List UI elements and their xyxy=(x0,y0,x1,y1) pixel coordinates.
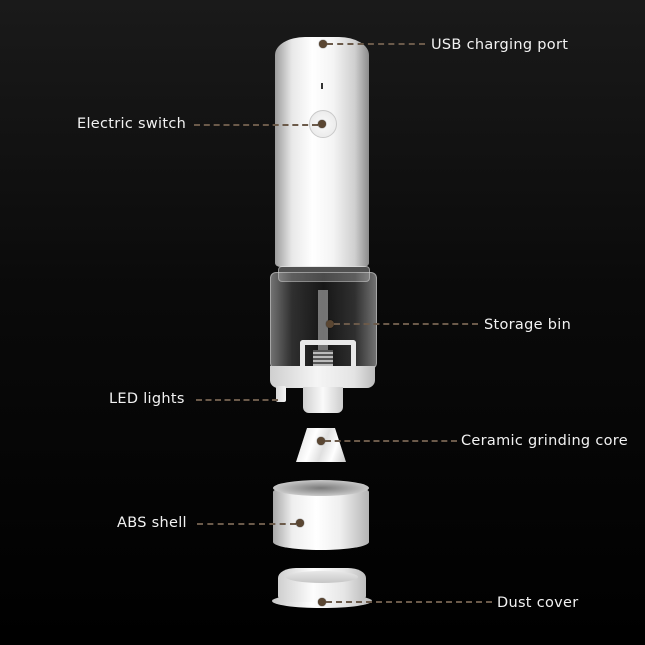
callout-dot-cover xyxy=(318,598,326,606)
leader-line-bin xyxy=(334,323,478,325)
label-ceramic-grinding-core: Ceramic grinding core xyxy=(461,433,628,449)
callout-dot-switch xyxy=(318,120,326,128)
label-storage-bin: Storage bin xyxy=(484,317,572,333)
grinder-main-body xyxy=(275,37,369,267)
storage-bin-spring xyxy=(313,350,333,368)
leader-line-shell xyxy=(197,523,296,525)
storage-bin-yoke xyxy=(300,340,356,371)
abs-shell-opening xyxy=(273,480,369,496)
callout-dot-shell xyxy=(296,519,304,527)
callout-dot-usb xyxy=(319,40,327,48)
ceramic-grinding-core xyxy=(296,428,346,462)
callout-dot-bin xyxy=(326,320,334,328)
leader-line-led xyxy=(196,399,278,401)
label-usb-charging-port: USB charging port xyxy=(431,37,569,53)
storage-bin-base xyxy=(270,366,375,388)
leader-line-cover xyxy=(326,601,492,603)
storage-bin-nozzle xyxy=(303,387,343,413)
leader-line-core xyxy=(325,440,457,442)
label-dust-cover: Dust cover xyxy=(497,595,579,611)
indicator-slot xyxy=(321,83,323,89)
leader-line-usb xyxy=(327,43,425,45)
label-electric-switch: Electric switch xyxy=(77,116,187,132)
label-led-lights: LED lights xyxy=(109,391,185,407)
led-light-module xyxy=(276,386,286,402)
leader-line-switch xyxy=(194,124,318,126)
storage-bin-shaft xyxy=(318,290,328,350)
dust-cover-inner xyxy=(286,571,358,583)
callout-dot-core xyxy=(317,437,325,445)
label-abs-shell: ABS shell xyxy=(117,515,187,531)
